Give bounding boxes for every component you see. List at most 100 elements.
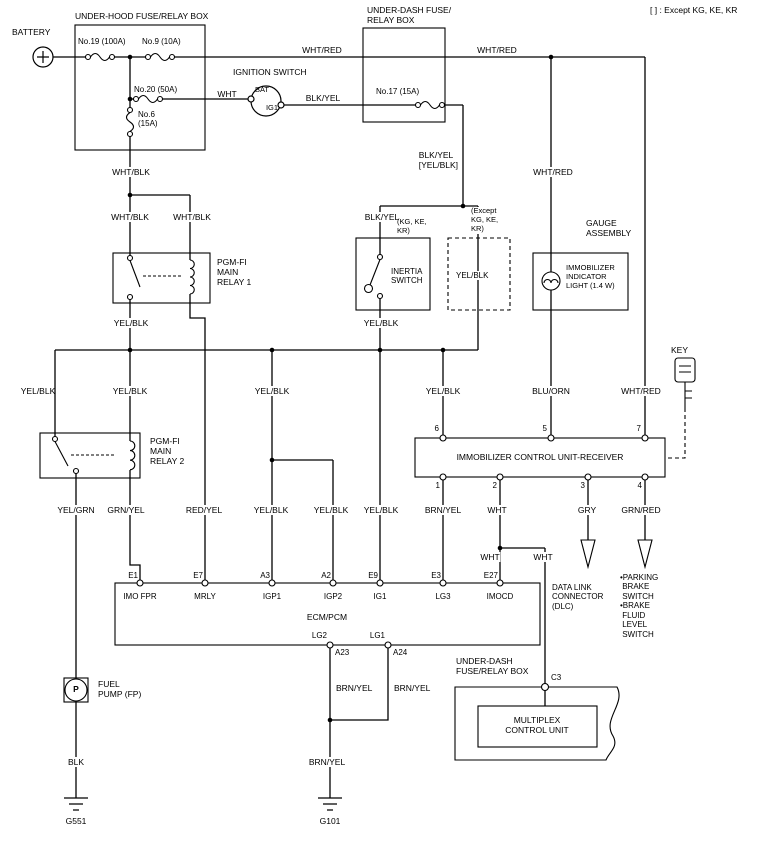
inertia-switch-symbol	[363, 253, 384, 300]
wire-label-wht-k1: WHT	[479, 552, 501, 563]
wire-label-grnred: GRN/RED	[620, 505, 662, 516]
except-variant-box	[447, 237, 511, 311]
wire-label-wht-e27: WHT	[486, 505, 508, 516]
ground-symbol-g101	[318, 797, 342, 811]
ecm-terminal-e27: E27	[483, 571, 498, 580]
ignition-switch-symbol	[247, 85, 285, 117]
receiver-title: IMMOBILIZER CONTROL UNIT-RECEIVER	[456, 452, 624, 462]
fuse9-label: No.9 (10A)	[142, 37, 181, 46]
underdash-top-title: UNDER-DASH FUSE/ RELAY BOX	[367, 5, 452, 26]
underdash-bottom-title: UNDER-DASH FUSE/RELAY BOX	[456, 656, 529, 677]
receiver-box	[414, 437, 666, 478]
wire-label-whtred-2: WHT/RED	[477, 45, 517, 55]
wire-label-bluorn: BLU/ORN	[531, 386, 571, 397]
brake-switch-label: •PARKING BRAKE SWITCH •BRAKE FLUID LEVEL…	[620, 573, 659, 639]
ignition-switch-title: IGNITION SWITCH	[233, 67, 307, 77]
wire-label-brnyel-lg1: BRN/YEL	[394, 683, 431, 693]
wire-label-brnyel-e3: BRN/YEL	[423, 505, 463, 516]
receiver-pin7: 7	[636, 424, 641, 433]
ecm-pin-mrly: MRLY	[194, 592, 216, 601]
variant-note: [ ] : Except KG, KE, KR	[650, 5, 738, 15]
ignition-bat-terminal: BAT	[254, 85, 270, 94]
multiplex-outer-box	[454, 686, 620, 761]
receiver-pin6: 6	[434, 424, 439, 433]
receiver-pin3: 3	[580, 481, 585, 490]
relay2-symbol	[51, 435, 136, 475]
wire-label-yelblk-a3: YEL/BLK	[252, 505, 290, 516]
key-label: KEY	[671, 345, 689, 355]
ecm-pin-imocd: IMOCD	[486, 592, 514, 601]
ecm-terminal-e3: E3	[431, 571, 441, 580]
ecm-title: ECM/PCM	[306, 612, 348, 622]
relay1-symbol	[126, 254, 195, 301]
wire-label-blk: BLK	[66, 757, 86, 768]
wire-label-grnyel: GRN/YEL	[106, 505, 146, 516]
ignition-ig1-terminal: IG1	[265, 103, 279, 112]
relay1-label: PGM-FI MAIN RELAY 1	[217, 257, 252, 288]
wire-label-redyel: RED/YEL	[184, 505, 224, 516]
relay2-label: PGM-FI MAIN RELAY 2	[150, 436, 185, 467]
dlc-label: DATA LINK CONNECTOR (DLC)	[552, 583, 604, 611]
wire-label-whtred-4: WHT/RED	[620, 386, 662, 397]
receiver-pin1: 1	[435, 481, 440, 490]
battery-symbol	[32, 46, 54, 68]
wire-label-whtblk-2: WHT/BLK	[110, 212, 150, 223]
wire-label-yelblk-b2: YEL/BLK	[111, 386, 149, 397]
inertia-variant-note: (KG, KE, KR)	[397, 217, 427, 235]
indicator-light-icon	[541, 271, 561, 291]
underdash-fuse-box	[362, 27, 446, 123]
receiver-pin4: 4	[637, 481, 642, 490]
fuel-pump-symbol-letter: P	[73, 684, 79, 694]
fuse-symbols	[84, 52, 446, 138]
ecm-terminal-e7: E7	[193, 571, 203, 580]
ecm-pin-lg1: LG1	[369, 631, 385, 640]
dashed-wires	[665, 408, 686, 459]
ecm-pin-igp1: IGP1	[262, 592, 282, 601]
relay2-box	[39, 432, 141, 479]
wire-label-yelblk-inertiaout: YEL/BLK	[362, 318, 400, 329]
ecm-pin-ig1: IG1	[373, 592, 387, 601]
terminal-pins	[136, 434, 649, 692]
battery-label: BATTERY	[12, 27, 51, 37]
wires	[53, 56, 646, 798]
wire-label-yelblk-b1: YEL/BLK	[20, 386, 56, 396]
multiplex-unit-label: MULTIPLEX CONTROL UNIT	[505, 715, 569, 736]
fuse20-label: No.20 (50A)	[134, 85, 178, 94]
fuel-pump-symbol	[63, 677, 89, 703]
ground-label-g551: G551	[65, 816, 87, 826]
wire-label-whtred-3: WHT/RED	[532, 167, 574, 178]
ecm-pin-lg3: LG3	[435, 592, 451, 601]
relay1-box	[112, 252, 211, 304]
receiver-pin5: 5	[542, 424, 547, 433]
ecm-pin-igp2: IGP2	[323, 592, 343, 601]
except-variant-note: (Except KG, KE, KR)	[470, 206, 500, 234]
receiver-pin2: 2	[492, 481, 497, 490]
inertia-switch-label: INERTIA SWITCH	[391, 267, 423, 286]
inertia-switch-box	[355, 237, 431, 311]
wire-label-yelblk-r1out: YEL/BLK	[112, 318, 150, 329]
ecm-terminal-a24: A24	[393, 648, 408, 657]
ground-symbol-g551	[64, 797, 88, 811]
wire-label-blkyel-inertia: BLK/YEL	[363, 212, 401, 223]
gauge-assembly-title: GAUGE ASSEMBLY	[586, 218, 632, 239]
wire-label-yelblk-e9: YEL/BLK	[362, 505, 400, 516]
ecm-pin-lg2: LG2	[311, 631, 327, 640]
wire-label-yelblk-b4: YEL/BLK	[424, 386, 462, 397]
wire-label-gry: GRY	[576, 505, 598, 516]
component-boxes	[39, 24, 666, 761]
junction-dots	[127, 54, 554, 723]
wire-label-wht-ign: WHT	[217, 89, 237, 99]
indicator-light-label: IMMOBILIZER INDICATOR LIGHT (1.4 W)	[566, 263, 615, 290]
wire-label-whtblk-1: WHT/BLK	[111, 167, 151, 178]
fuse6-label: No.6 (15A)	[138, 110, 158, 129]
wire-label-brnyel-gnd: BRN/YEL	[307, 757, 347, 768]
fuse17-label: No.17 (15A)	[376, 87, 420, 96]
wire-label-brnyel-lg2: BRN/YEL	[336, 683, 373, 693]
dlc-arrow-icon	[580, 539, 596, 570]
ecm-terminal-e9: E9	[368, 571, 378, 580]
multiplex-inner-box	[477, 705, 598, 748]
ecm-pin-imofpr: IMO FPR	[123, 592, 157, 601]
wire-label-yelblk-a2: YEL/BLK	[312, 505, 350, 516]
